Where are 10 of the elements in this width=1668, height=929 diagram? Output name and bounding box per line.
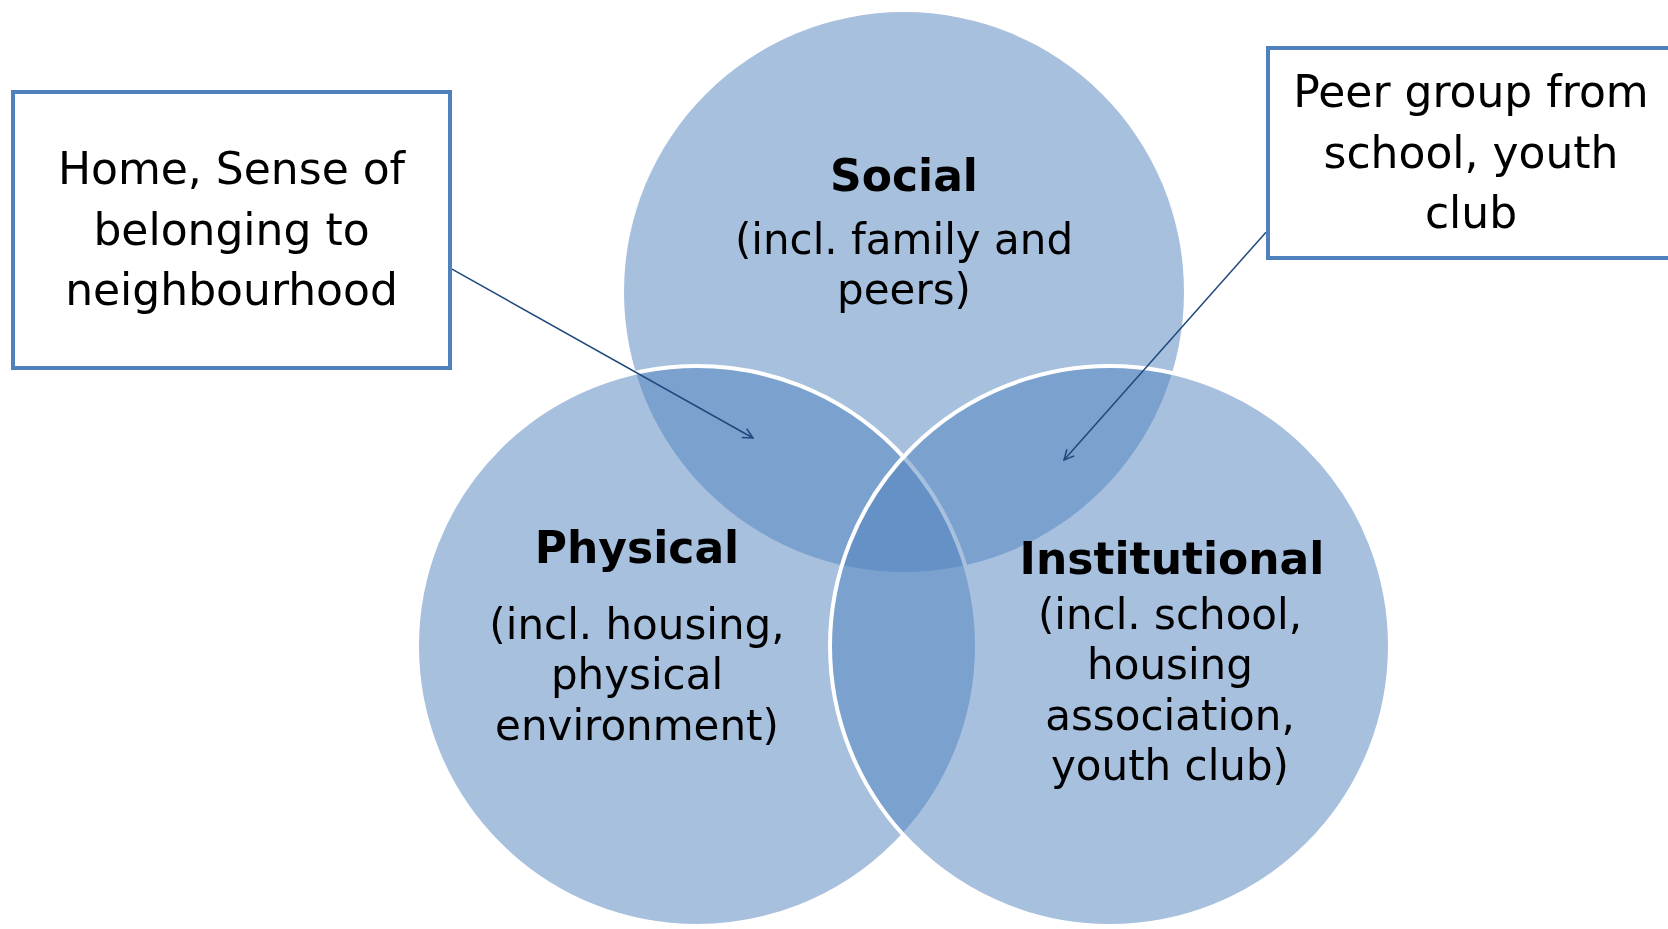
circle-heading: Social (829, 150, 979, 203)
callout-box: Home, Sense of belonging to neighbourhood (11, 90, 452, 370)
circle-heading: Physical (533, 522, 741, 575)
circle-description: (incl. school, housing association, youth club) (1036, 590, 1304, 792)
callout-box: Peer group from school, youth club (1266, 46, 1668, 260)
circle-description: (incl. housing, physical environment) (488, 600, 786, 752)
circle-description: (incl. family and peers) (733, 215, 1075, 316)
leader-arrow (1063, 231, 1267, 461)
leader-arrow (451, 268, 754, 439)
circle-heading: Institutional (1018, 533, 1326, 586)
